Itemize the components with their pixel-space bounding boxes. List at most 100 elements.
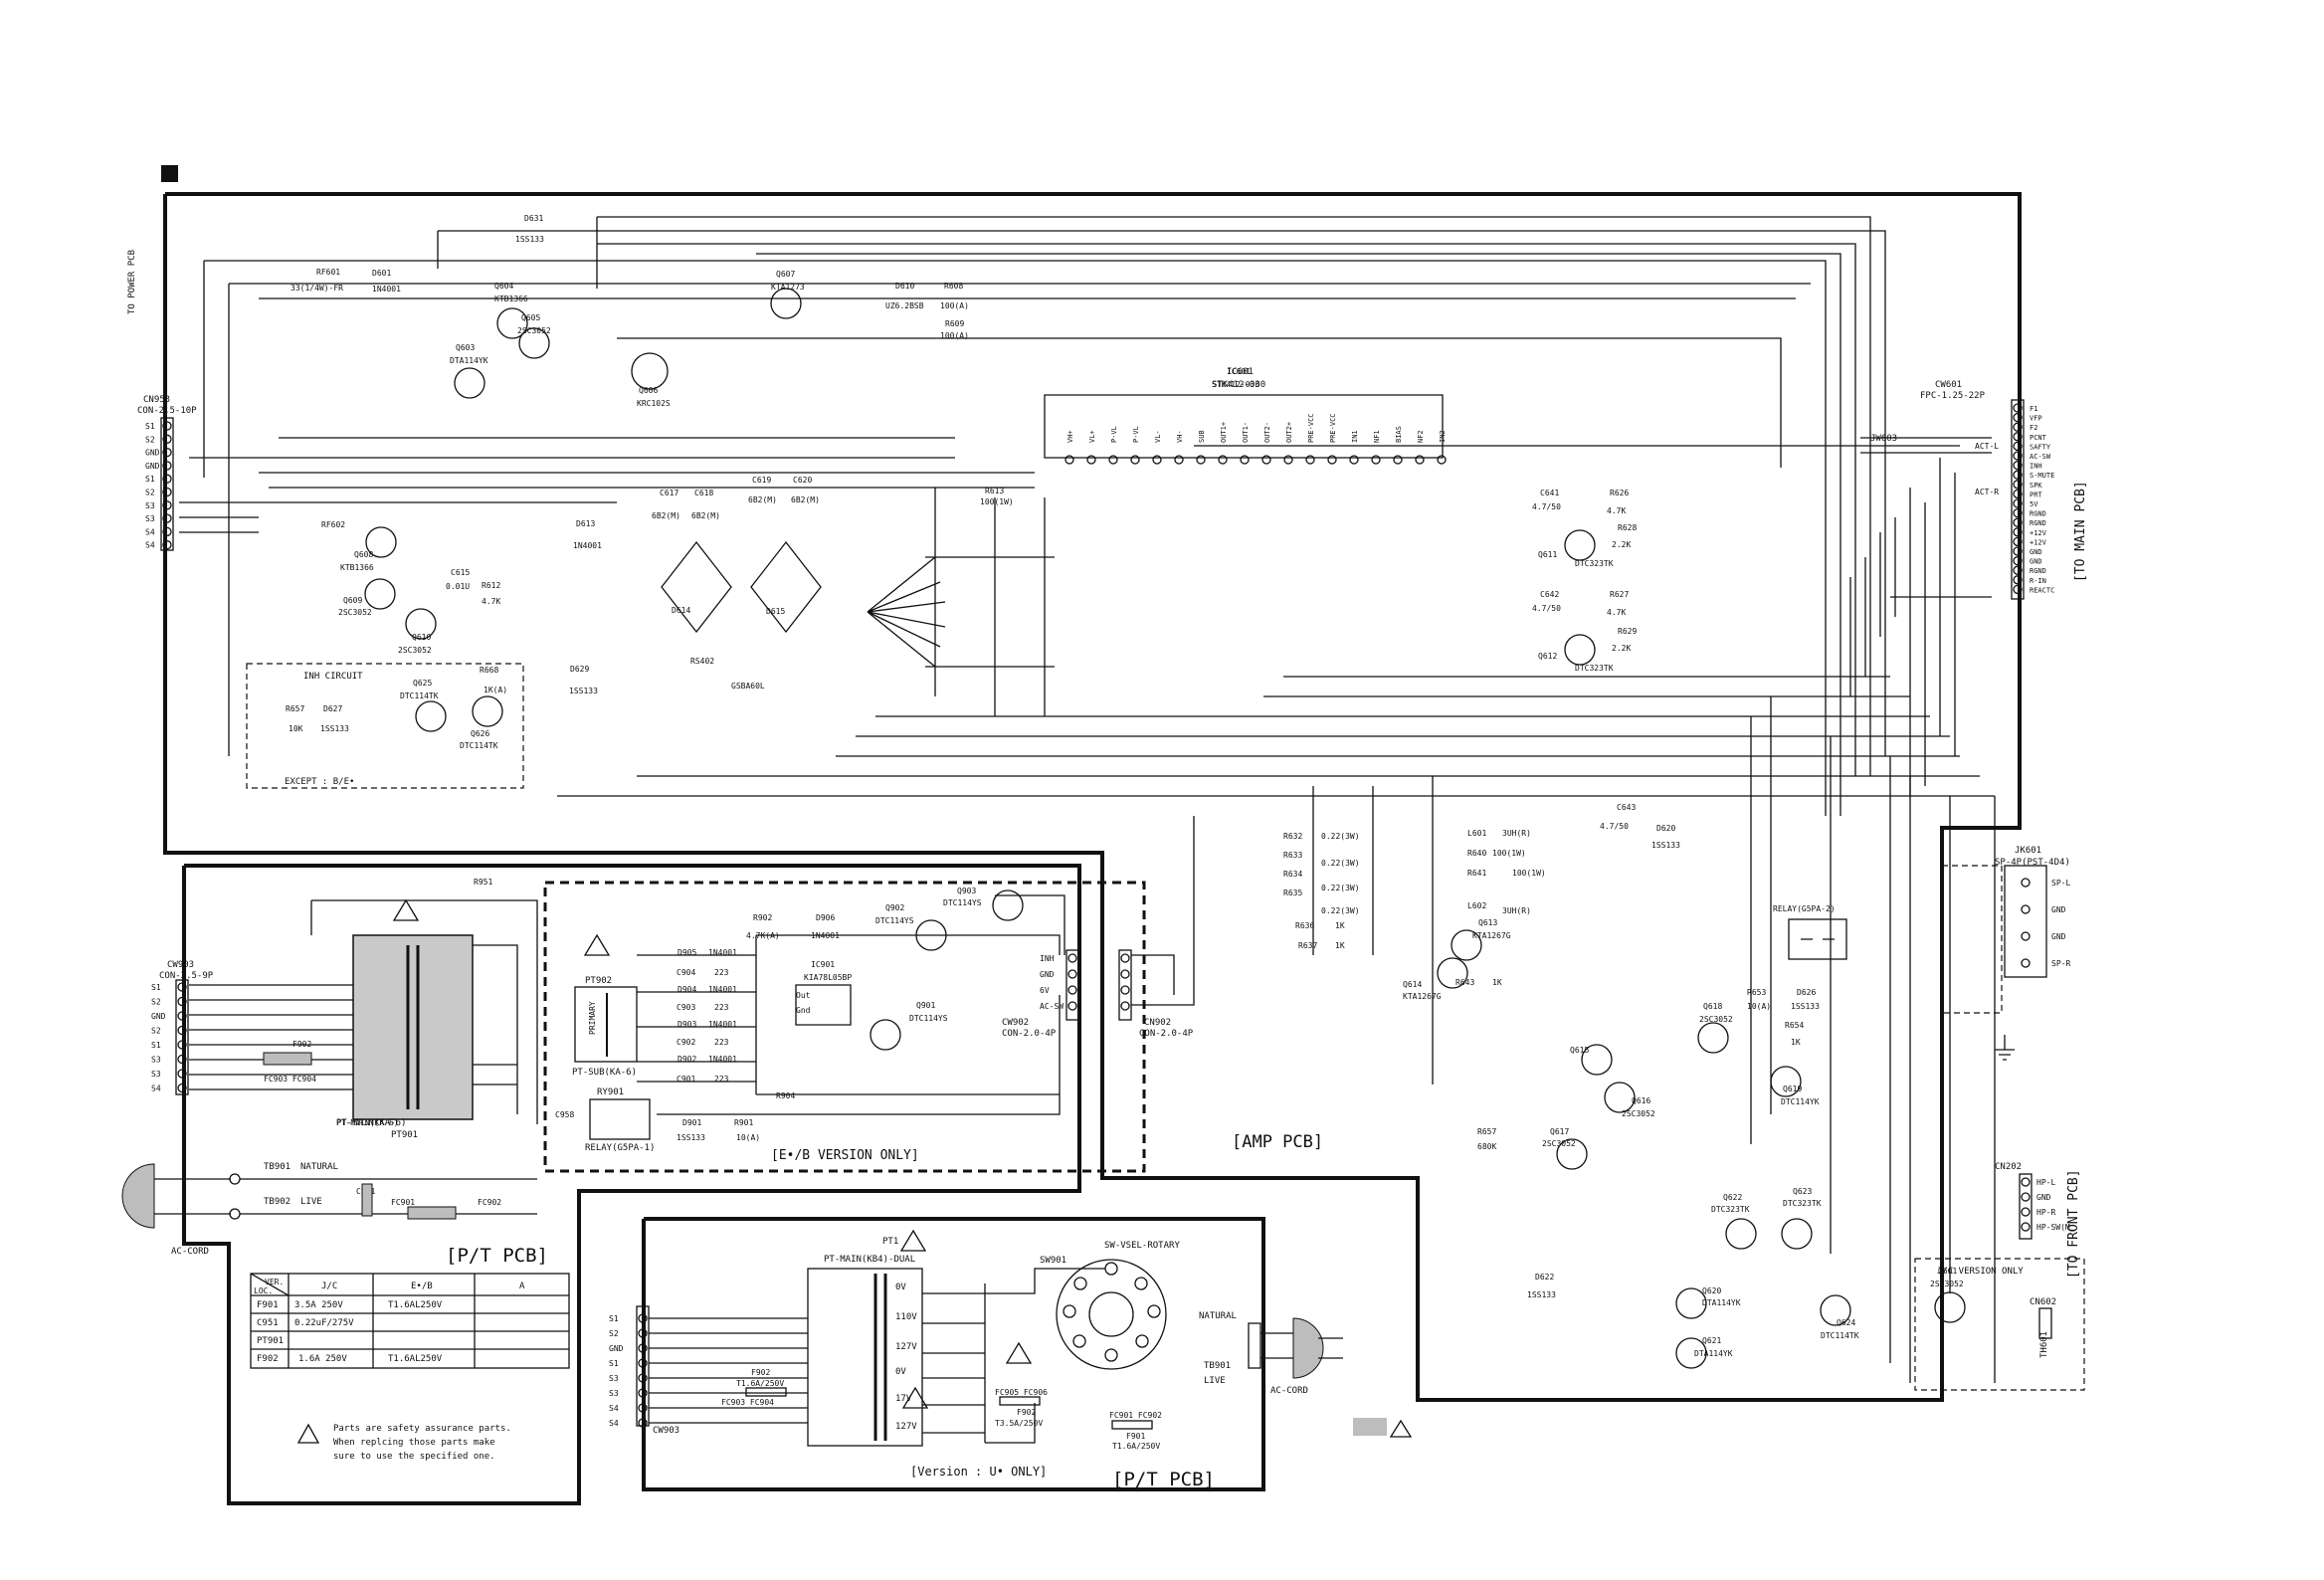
f902-rating: T1.6A/250V xyxy=(736,1379,784,1388)
cw903-pin xyxy=(177,1054,187,1065)
component-label: L602 xyxy=(1467,901,1486,910)
pt-pcb-label-2: [P/T PCB] xyxy=(1112,1469,1215,1490)
component-label: Q605 xyxy=(521,313,540,322)
component-label: 4.7K xyxy=(1607,608,1626,617)
component-label: 223 xyxy=(714,968,729,977)
component-label: D906 xyxy=(816,913,835,922)
component-label: 1N4001 xyxy=(573,541,602,550)
component-label: DTC114YS xyxy=(875,916,914,925)
component-label: 1SS133 xyxy=(1651,841,1680,850)
component-label: R901 xyxy=(734,1118,753,1127)
table-header-ver: VER. xyxy=(265,1278,284,1286)
component-label: 10(A) xyxy=(1747,1002,1771,1011)
component-label: IC601 xyxy=(1227,367,1251,376)
component-label: 6B2(M) xyxy=(652,511,680,520)
component-label: DTA114YK xyxy=(450,356,488,365)
component-label: R612 xyxy=(482,581,500,590)
cn902-pin-label: GND xyxy=(1040,970,1055,979)
ic601-pin-label: OUT1- xyxy=(1242,422,1250,443)
component-label: 1K xyxy=(1335,921,1345,930)
legend-gray-box xyxy=(1353,1418,1387,1436)
cw601-pin-label: F2 xyxy=(2030,424,2037,432)
ic601-pin xyxy=(1415,455,1425,465)
cw601-pin-label: AC-SW xyxy=(2030,453,2051,461)
component-label: D610 xyxy=(895,282,914,291)
table-cell: 1.6A 250V xyxy=(298,1354,347,1364)
fc901-fc902-label: FC901 FC902 xyxy=(1109,1411,1162,1420)
cw601-pin xyxy=(2013,489,2023,499)
cw903-u-pin xyxy=(638,1358,648,1368)
pt-pcb-border-u xyxy=(642,1217,1265,1491)
component-label: C641 xyxy=(1540,489,1559,497)
cw601-pin xyxy=(2013,575,2023,585)
cn902-label: CN902 xyxy=(1144,1018,1171,1028)
jk601-pin xyxy=(2021,931,2031,941)
safety-note: Parts are safety assurance parts. When r… xyxy=(296,1423,511,1462)
cn953-pin xyxy=(162,500,172,510)
cw902-type: CON-2.0-4P xyxy=(1002,1029,1057,1039)
component-label: D631 xyxy=(524,214,543,223)
component-label: 2.2K xyxy=(1612,540,1631,549)
component-label: 0.22(3W) xyxy=(1321,906,1360,915)
component-label: 0.22(3W) xyxy=(1321,884,1360,892)
component-label: R641 xyxy=(1467,869,1486,878)
cn953-pin xyxy=(162,421,172,431)
cw903-type: CON-2.5-9P xyxy=(159,971,214,981)
cw601-pin-label: R-IN xyxy=(2030,577,2046,585)
act-l-label: ACT-L xyxy=(1975,442,1999,451)
component-label: Q615 xyxy=(1570,1046,1589,1055)
cw601-pin-label: F1 xyxy=(2030,405,2037,413)
tb901-left-label: TB901 xyxy=(264,1162,290,1172)
component-label: 2SC3052 xyxy=(1622,1109,1655,1118)
ic601-pin xyxy=(1327,455,1337,465)
ic601-pin xyxy=(1086,455,1096,465)
component-label: R633 xyxy=(1283,851,1302,860)
cw601-pin-label: RGND xyxy=(2030,567,2046,575)
pt902-label: PT902 xyxy=(585,976,612,986)
cw601-pin-label: VFP xyxy=(2030,415,2042,423)
pt-sub-label: PT-SUB(KA-6) xyxy=(572,1068,637,1078)
component-label: 223 xyxy=(714,1003,729,1012)
component-label: Q613 xyxy=(1478,918,1497,927)
component-label: 680K xyxy=(1477,1142,1496,1151)
bridge-rectifiers xyxy=(661,540,822,634)
cn202-pin-label: HP-L xyxy=(2036,1178,2055,1187)
cn953-pin-label: S4 xyxy=(145,527,155,536)
component-label: RF602 xyxy=(321,520,345,529)
component-label: L601 xyxy=(1467,829,1486,838)
cw601-pin xyxy=(2013,555,2023,566)
cw902-pin xyxy=(1067,953,1077,963)
safety-triangle-icon xyxy=(392,898,420,921)
component-label: Q623 xyxy=(1793,1187,1812,1196)
cn953-pin-label: S4 xyxy=(145,541,155,550)
cn902-pin-label: 6V xyxy=(1040,986,1050,995)
to-front-pcb-label: [TO FRONT PCB] xyxy=(2066,1169,2081,1279)
cw903-pin xyxy=(177,996,187,1007)
component-label: C643 xyxy=(1617,803,1636,812)
component-label: 1N4001 xyxy=(708,1055,737,1064)
f902-t35-label: T3.5A/250V xyxy=(995,1419,1043,1428)
ic601-pin-label: NF2 xyxy=(1417,430,1425,443)
section-marker-square xyxy=(161,165,178,182)
cw903-u-pin xyxy=(638,1403,648,1413)
component-label: D902 xyxy=(678,1055,696,1064)
voltage-tap-label: 17V xyxy=(895,1394,912,1404)
component-label: DTC114YK xyxy=(1781,1097,1820,1106)
table-cell: T1.6AL250V xyxy=(388,1354,443,1364)
eb-section-wiring: Out Gnd xyxy=(637,894,1065,1115)
component-label: 10(A) xyxy=(736,1133,760,1142)
component-label: C902 xyxy=(677,1038,695,1047)
component-label: R609 xyxy=(945,319,964,328)
ic601-pin-label: VH- xyxy=(1176,430,1184,443)
component-label: C904 xyxy=(677,968,695,977)
ic601-pin-label: P-VL xyxy=(1110,426,1118,443)
ic601-pin xyxy=(1065,455,1074,465)
cw601-label: CW601 xyxy=(1935,380,1962,390)
component-label: FC901 xyxy=(391,1198,415,1207)
live-left-label: LIVE xyxy=(300,1197,322,1207)
component-label: Q902 xyxy=(885,903,904,912)
